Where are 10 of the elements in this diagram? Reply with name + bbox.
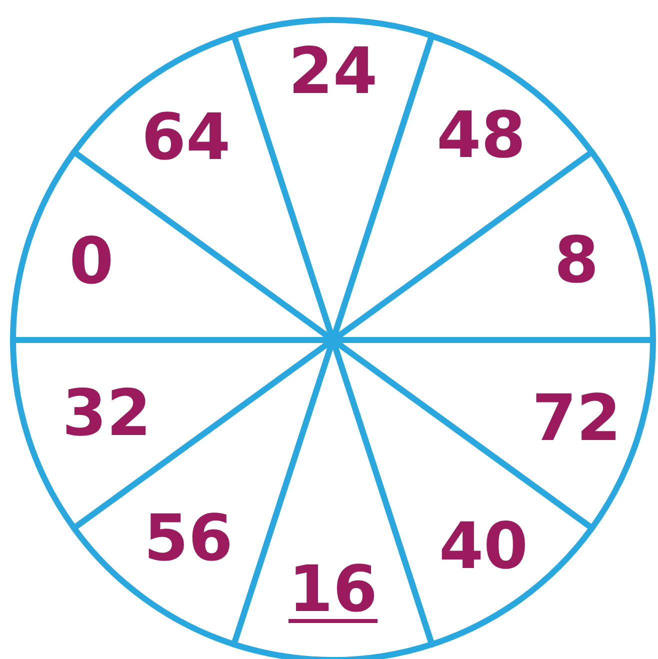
- sector-number: 40: [438, 515, 528, 580]
- sector-number: 56: [144, 507, 233, 572]
- sector-number: 0: [69, 230, 114, 294]
- sector-number: 16: [288, 558, 378, 622]
- sector-number: 72: [532, 387, 621, 452]
- sector-number: 24: [288, 40, 378, 104]
- sector-number: 64: [142, 106, 231, 170]
- sector-number: 32: [62, 382, 152, 446]
- sector-number: 8: [554, 228, 599, 293]
- sector-number: 48: [436, 104, 526, 168]
